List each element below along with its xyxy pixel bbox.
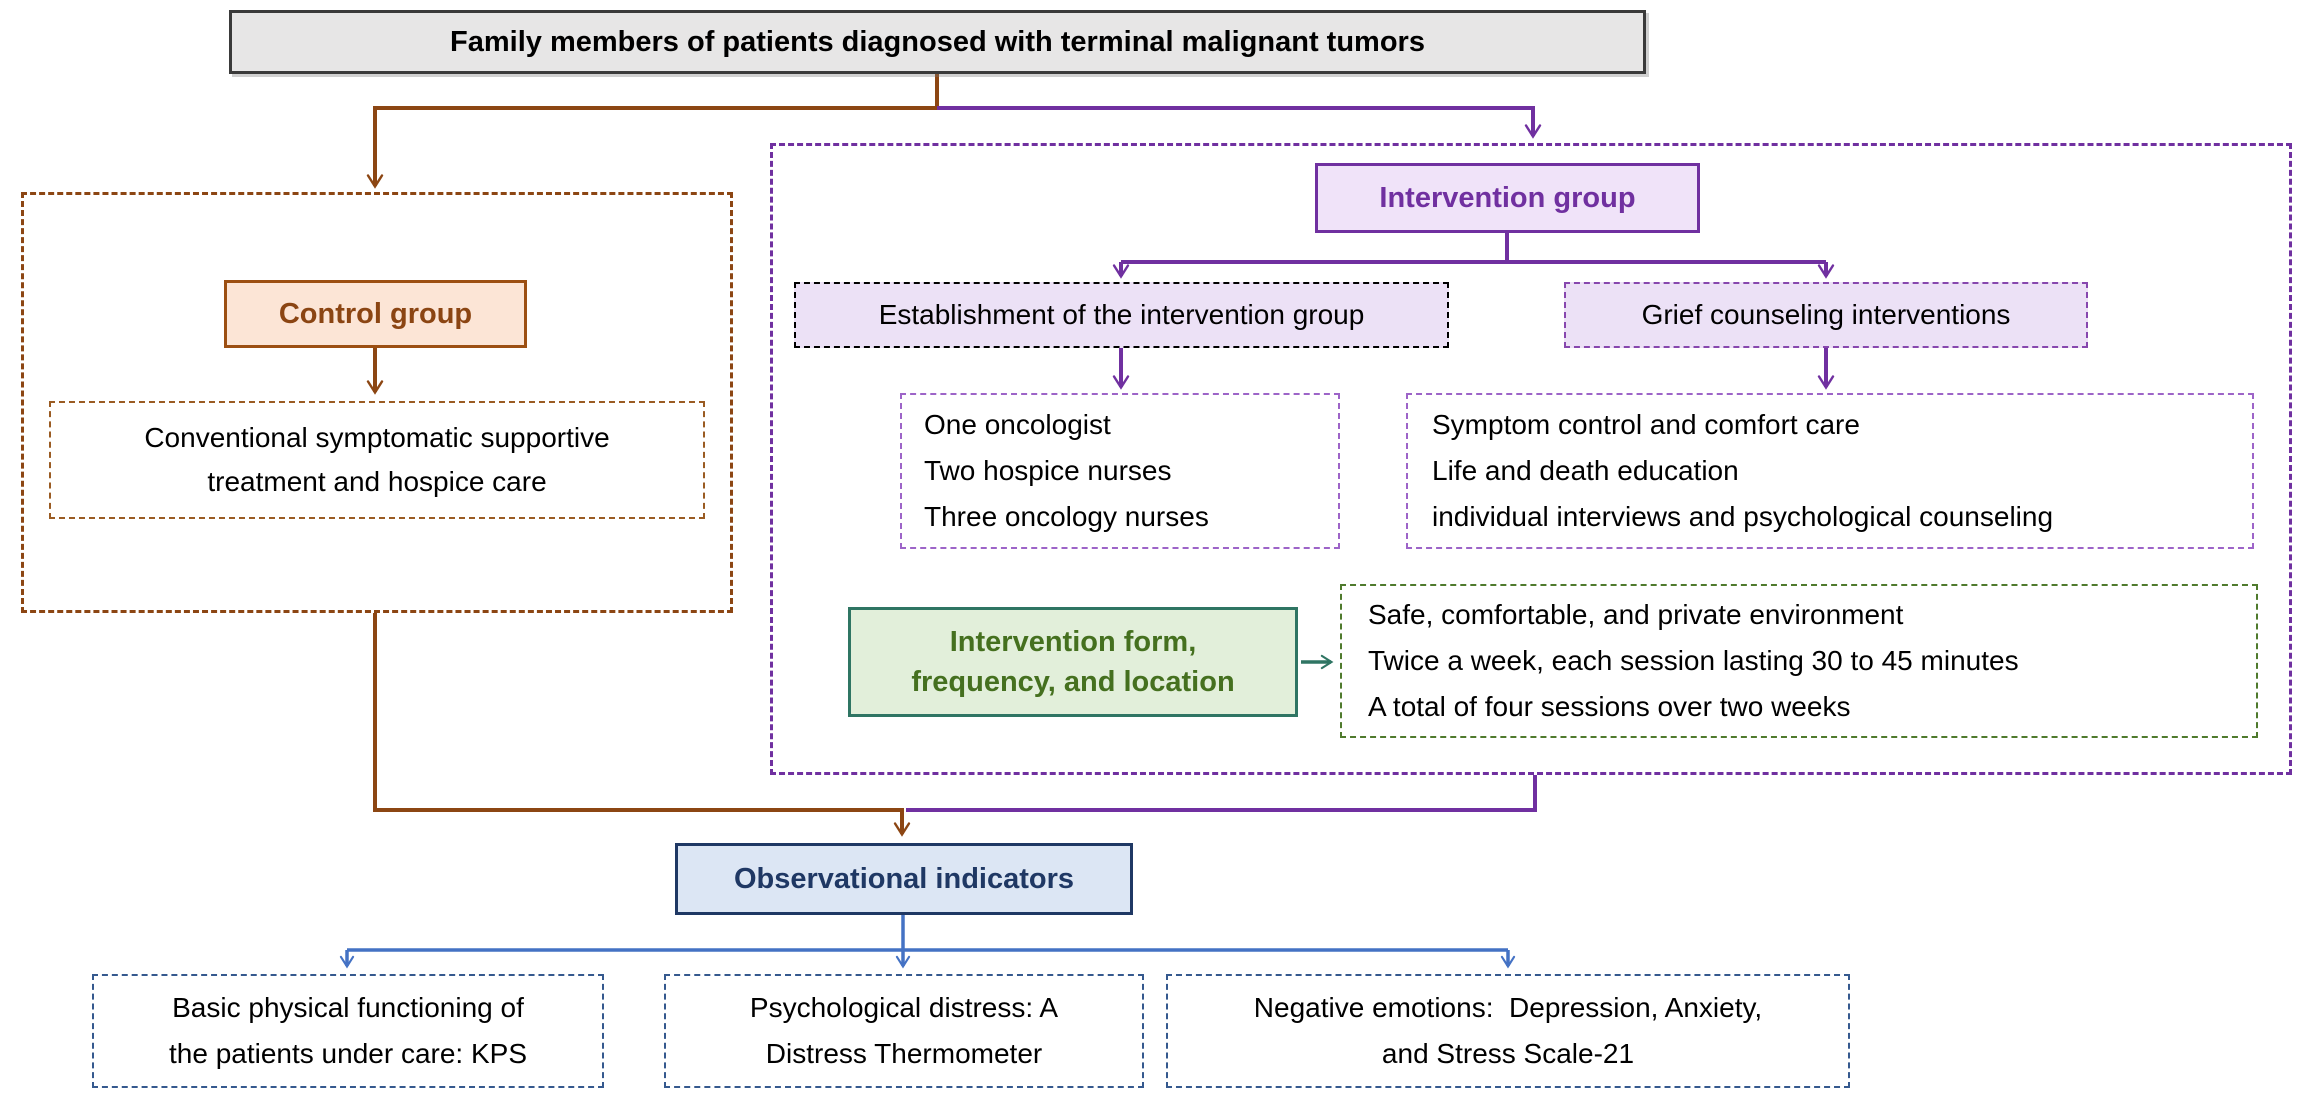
grief-content-line: individual interviews and psychological … <box>1432 501 2054 532</box>
indicator-line: Psychological distress: A <box>749 992 1059 1023</box>
control-group-container <box>21 192 733 613</box>
grief-content-line: Symptom control and comfort care <box>1432 409 1860 440</box>
team-line: Three oncology nurses <box>924 501 1209 532</box>
form-detail-line: Safe, comfortable, and private environme… <box>1368 599 1904 630</box>
grief-content-line: Life and death education <box>1432 455 1739 486</box>
intervention-group-node: Intervention group <box>1315 163 1700 233</box>
team-composition-node: One oncologist Two hospice nurses Three … <box>900 393 1340 549</box>
indicator-emotions-node: Negative emotions: Depression, Anxiety, … <box>1166 974 1850 1088</box>
title-label: Family members of patients diagnosed wit… <box>450 25 1425 58</box>
establishment-node: Establishment of the intervention group <box>794 282 1449 348</box>
indicator-distress-node: Psychological distress: A Distress Therm… <box>664 974 1144 1088</box>
indicator-line: the patients under care: KPS <box>169 1038 527 1069</box>
title-node: Family members of patients diagnosed wit… <box>229 10 1646 74</box>
intervention-form-node: Intervention form, frequency, and locati… <box>848 607 1298 717</box>
form-header-line: frequency, and location <box>911 666 1235 698</box>
form-detail-line: Twice a week, each session lasting 30 to… <box>1368 645 2019 676</box>
form-detail-line: A total of four sessions over two weeks <box>1368 691 1851 722</box>
form-header-line: Intervention form, <box>949 626 1197 658</box>
conventional-treatment-node: Conventional symptomatic supportive trea… <box>49 401 705 519</box>
intervention-group-label: Intervention group <box>1379 181 1636 214</box>
control-group-node: Control group <box>224 280 527 348</box>
establishment-label: Establishment of the intervention group <box>878 299 1365 330</box>
indicator-line: Basic physical functioning of <box>172 992 524 1023</box>
grief-counseling-label: Grief counseling interventions <box>1641 299 2011 330</box>
indicator-line: Distress Thermometer <box>765 1038 1043 1069</box>
connector-title-to-intervention <box>937 106 1542 139</box>
indicator-line: and Stress Scale-21 <box>1381 1038 1635 1069</box>
indicator-line: Negative emotions: Depression, Anxiety, <box>1253 992 1763 1023</box>
observational-indicators-label: Observational indicators <box>733 862 1075 895</box>
grief-counseling-node: Grief counseling interventions <box>1564 282 2088 348</box>
control-group-label: Control group <box>278 297 473 330</box>
treatment-line: treatment and hospice care <box>207 466 547 497</box>
indicator-kps-node: Basic physical functioning of the patien… <box>92 974 604 1088</box>
connector-intervention-to-junction <box>906 775 1537 812</box>
grief-content-node: Symptom control and comfort care Life an… <box>1406 393 2254 549</box>
form-details-node: Safe, comfortable, and private environme… <box>1340 584 2258 738</box>
intervention-group-container <box>770 143 2292 775</box>
team-line: One oncologist <box>924 409 1111 440</box>
team-line: Two hospice nurses <box>924 455 1172 486</box>
observational-indicators-node: Observational indicators <box>675 843 1133 915</box>
treatment-line: Conventional symptomatic supportive <box>144 422 610 453</box>
